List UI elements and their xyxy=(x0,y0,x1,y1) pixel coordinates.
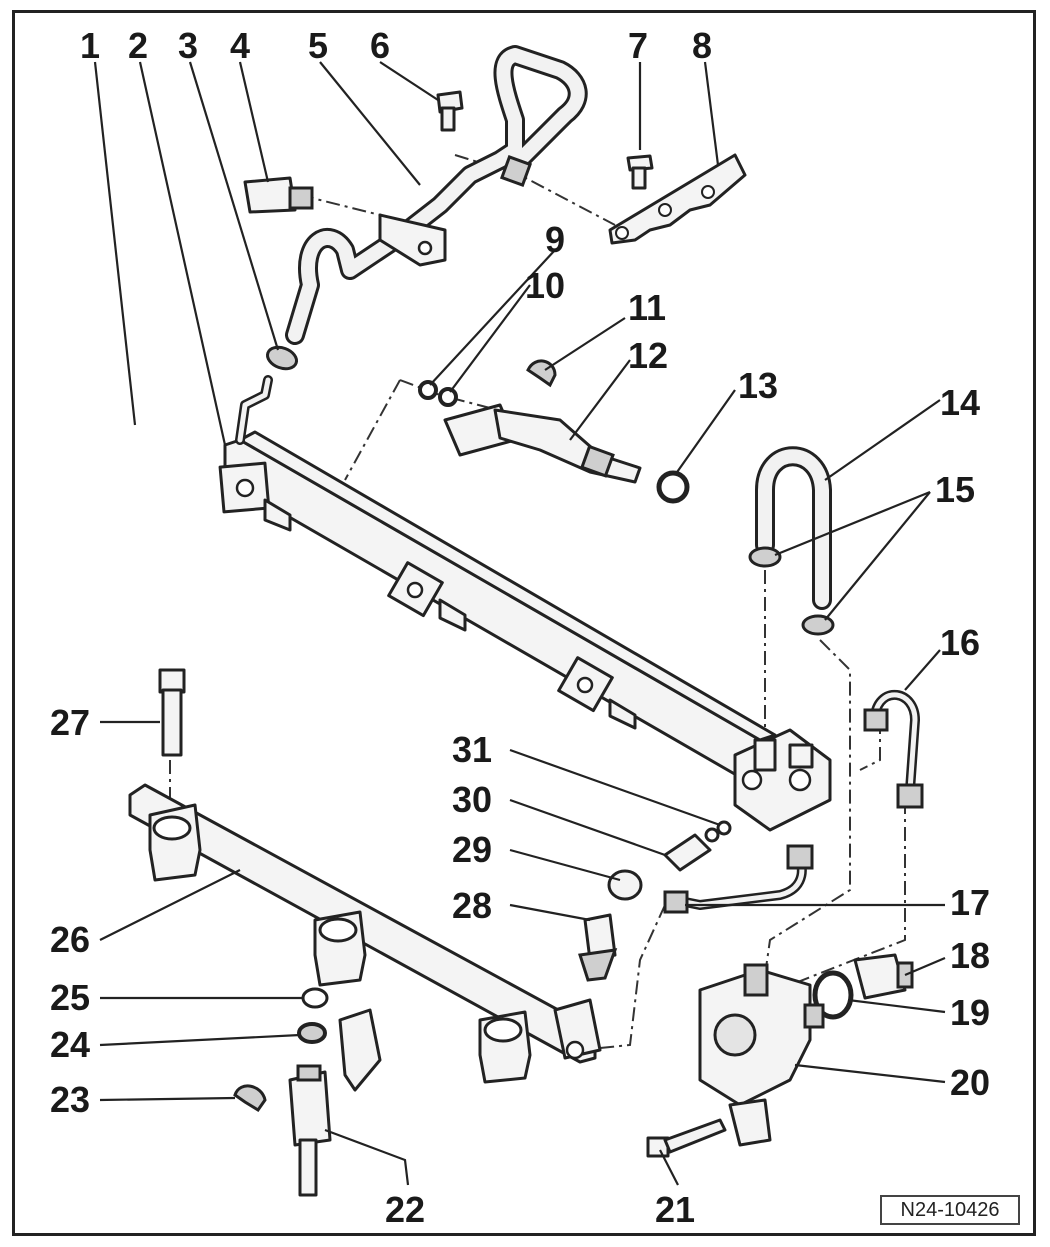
callout-25: 25 xyxy=(50,977,90,1018)
callout-9: 9 xyxy=(545,219,565,260)
fuel-return-tube xyxy=(285,45,588,345)
seal-24 xyxy=(297,1022,327,1044)
callout-4: 4 xyxy=(230,25,250,66)
rail-feed-pipe xyxy=(235,375,273,445)
callout-21: 21 xyxy=(655,1189,695,1230)
callout-17: 17 xyxy=(950,882,990,923)
callout-23: 23 xyxy=(50,1079,90,1120)
clip-11 xyxy=(526,359,557,388)
callout-2: 2 xyxy=(128,25,148,66)
injector-12 xyxy=(443,403,642,484)
callout-22: 22 xyxy=(385,1189,425,1230)
callout-10: 10 xyxy=(525,265,565,306)
high-pressure-pump-20 xyxy=(698,963,825,1147)
callout-19: 19 xyxy=(950,992,990,1033)
pressure-sensor-4 xyxy=(243,176,314,214)
callout-15: 15 xyxy=(935,469,975,510)
injector-22 xyxy=(288,1008,382,1197)
callout-30: 30 xyxy=(452,779,492,820)
callout-1: 1 xyxy=(80,25,100,66)
o-rings-9-10 xyxy=(418,380,458,407)
u-hose-14 xyxy=(755,446,832,610)
callout-13: 13 xyxy=(738,365,778,406)
callout-26: 26 xyxy=(50,919,90,960)
bent-pipe-16 xyxy=(863,690,924,809)
callout-14: 14 xyxy=(940,382,980,423)
valve-30 xyxy=(663,833,712,872)
callout-6: 6 xyxy=(370,25,390,66)
fuel-rail-upper xyxy=(218,430,832,832)
leader-lines xyxy=(93,61,946,1186)
callout-11: 11 xyxy=(628,287,666,328)
bracket-8 xyxy=(608,153,747,245)
o-ring-25 xyxy=(301,987,329,1009)
callout-labels: 1 2 3 4 5 6 7 8 9 10 11 12 13 14 15 16 1… xyxy=(50,25,990,1230)
pressure-sender-28 xyxy=(578,913,618,982)
cap-18 xyxy=(853,953,914,1000)
clip-23 xyxy=(233,1084,267,1113)
fuel-rail-lower xyxy=(128,783,602,1084)
callout-12: 12 xyxy=(628,335,668,376)
callout-8: 8 xyxy=(692,25,712,66)
callout-31: 31 xyxy=(452,729,492,770)
callout-28: 28 xyxy=(452,885,492,926)
callout-20: 20 xyxy=(950,1062,990,1103)
hose-clamps-15 xyxy=(748,546,835,636)
callout-3: 3 xyxy=(178,25,198,66)
callout-5: 5 xyxy=(308,25,328,66)
callout-27: 27 xyxy=(50,702,90,743)
plug-29 xyxy=(607,869,643,901)
callout-29: 29 xyxy=(452,829,492,870)
bolt-21 xyxy=(646,1118,727,1158)
bolt-7 xyxy=(626,154,654,190)
reference-code: N24-10426 xyxy=(880,1195,1020,1225)
callout-16: 16 xyxy=(940,622,980,663)
hose-clamp-3 xyxy=(265,345,299,371)
callout-24: 24 xyxy=(50,1024,90,1065)
seal-ring-13 xyxy=(656,470,690,504)
callout-18: 18 xyxy=(950,935,990,976)
bolt-27 xyxy=(158,668,186,757)
bolt-6 xyxy=(436,90,464,132)
rings-31 xyxy=(704,820,732,843)
callout-7: 7 xyxy=(628,25,648,66)
high-pressure-line-17 xyxy=(663,844,814,914)
